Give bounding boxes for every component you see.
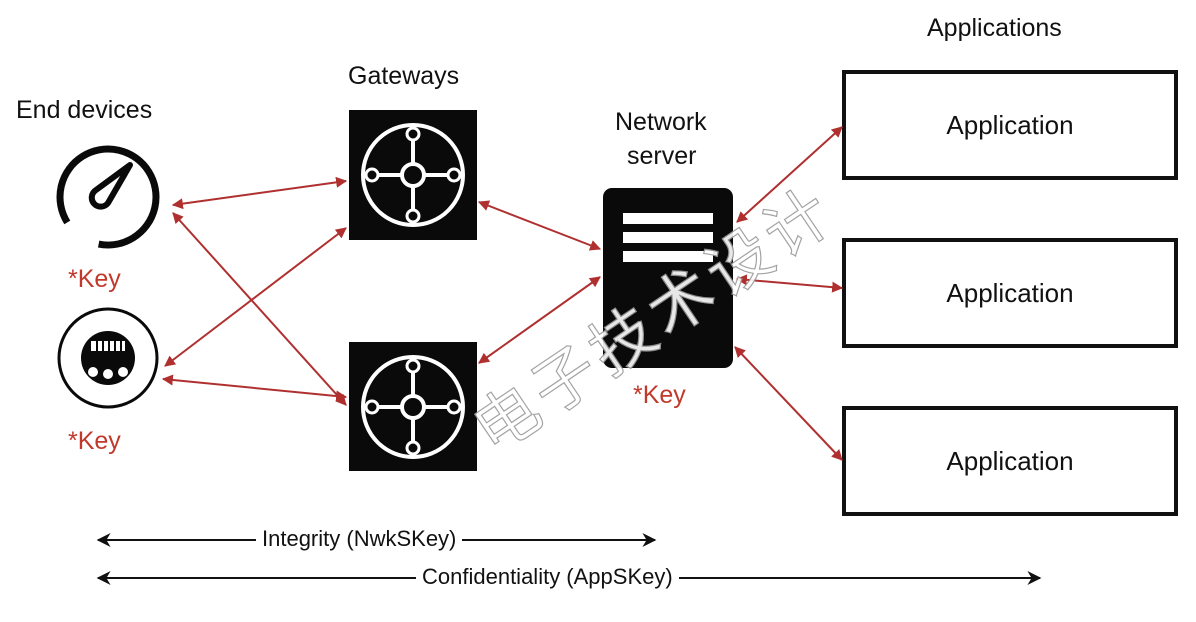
gateway-hub-icon — [361, 123, 465, 227]
server-slot — [623, 232, 713, 243]
link-server-app2 — [735, 274, 844, 293]
end-device-1-key: *Key — [68, 265, 121, 293]
confidentiality-label: Confidentiality (AppSKey) — [416, 564, 679, 590]
application-label: Application — [946, 445, 1074, 476]
meter-icon — [57, 307, 159, 409]
network-server — [603, 188, 733, 368]
integrity-label: Integrity (NwkSKey) — [256, 526, 463, 552]
link-device1-gateway2 — [172, 212, 347, 406]
application-box-3: Application — [842, 406, 1178, 516]
gateway-bottom — [349, 342, 477, 471]
application-label: Application — [946, 109, 1074, 140]
link-server-app1 — [736, 126, 843, 223]
link-device2-gateway1 — [164, 227, 347, 367]
network-server-key: *Key — [633, 381, 686, 409]
network-server-heading-line1: Network — [615, 108, 707, 136]
gateway-hub-icon — [361, 355, 465, 459]
application-label: Application — [946, 277, 1074, 308]
network-server-heading-line2: server — [627, 142, 697, 170]
gateways-heading: Gateways — [348, 62, 460, 90]
application-box-2: Application — [842, 238, 1178, 348]
server-slot — [623, 213, 713, 224]
gauge-icon — [56, 145, 160, 249]
server-slot — [623, 251, 713, 262]
link-gateway2-server — [478, 276, 601, 364]
gateway-top — [349, 110, 477, 240]
link-gateway1-server — [477, 200, 602, 251]
link-device2-gateway2 — [161, 374, 348, 402]
end-device-2-key: *Key — [68, 427, 121, 455]
link-server-app3 — [734, 346, 843, 461]
applications-heading: Applications — [927, 14, 1062, 42]
application-box-1: Application — [842, 70, 1178, 180]
link-device1-gateway1 — [171, 176, 348, 210]
end-devices-heading: End devices — [16, 96, 153, 124]
